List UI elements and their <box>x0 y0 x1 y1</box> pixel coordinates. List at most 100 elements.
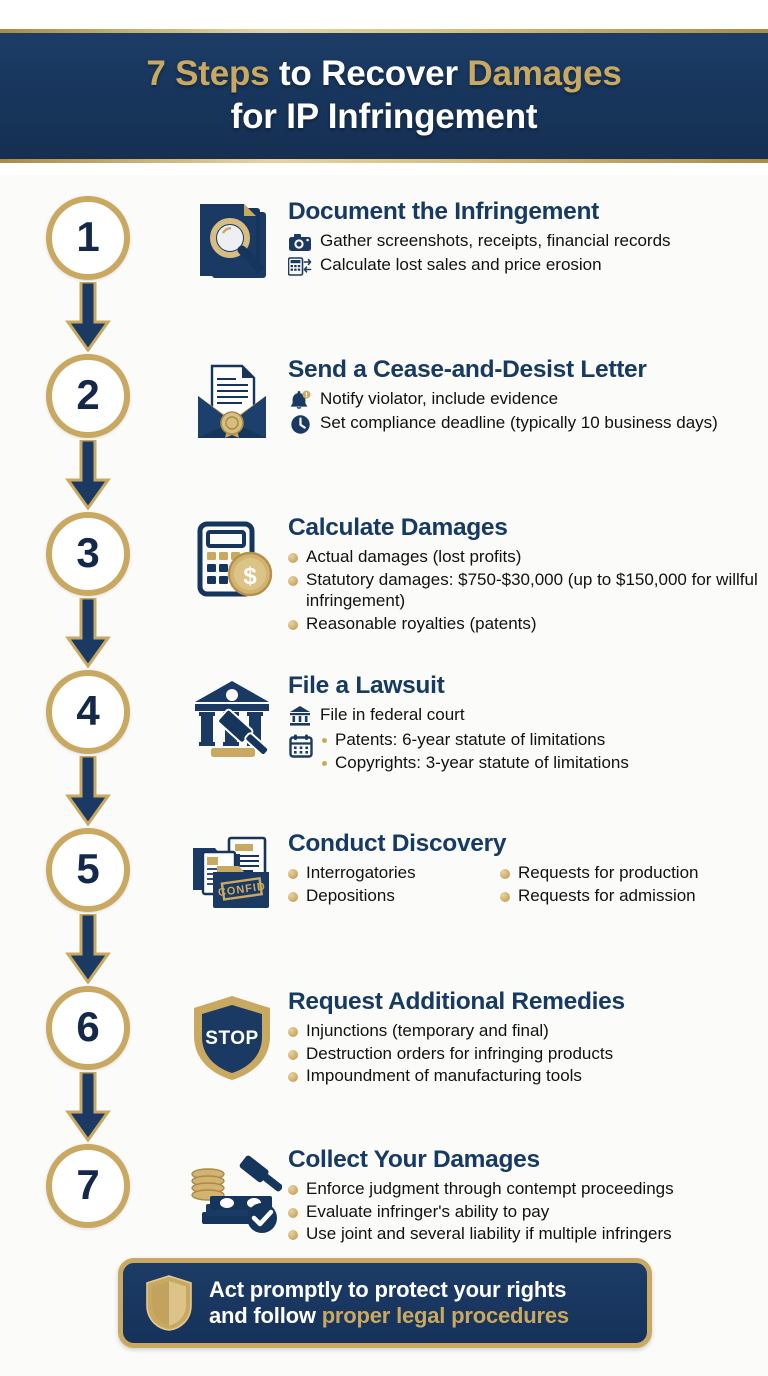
steps-list: 1 Document the Infri <box>0 196 768 1264</box>
bullet-item: Reasonable royalties (patents) <box>288 613 760 634</box>
step-3-rail: 3 <box>0 512 176 670</box>
bullet-item: Notify violator, include evidence <box>288 388 760 411</box>
step-7-bullets: Enforce judgment through contempt procee… <box>288 1178 760 1244</box>
step-6-content: Request Additional Remedies Injunctions … <box>288 986 768 1088</box>
step-4-title: File a Lawsuit <box>288 672 445 699</box>
step-1-bullets: Gather screenshots, receipts, financial … <box>288 230 760 277</box>
connector-arrow-5 <box>65 914 111 985</box>
sub-bullet-text: Patents: 6-year statute of limitations <box>335 730 606 750</box>
bullet-text: Depositions <box>306 885 395 905</box>
step-7-content: Collect Your Damages Enforce judgment th… <box>288 1144 768 1246</box>
footer-line-2: and follow proper legal procedures <box>209 1303 569 1329</box>
step-4-icon <box>176 670 288 760</box>
step-3: 3 $ Calculate Damages <box>0 512 768 670</box>
step-6-number-circle: 6 <box>46 986 130 1070</box>
step-3-content: Calculate Damages Actual damages (lost p… <box>288 512 768 635</box>
step-2-number-circle: 2 <box>46 354 130 438</box>
bullet-item: Use joint and several liability if multi… <box>288 1223 760 1244</box>
step-5-columns: Interrogatories Depositions Requests for… <box>288 862 760 907</box>
bullet-item: Gather screenshots, receipts, financial … <box>288 230 760 253</box>
bullet-item: Enforce judgment through contempt procee… <box>288 1178 760 1199</box>
step-1-number: 1 <box>76 213 100 260</box>
bullet-dot <box>288 891 298 902</box>
step-4-content: File a Lawsuit File in federal court <box>288 670 768 774</box>
courthouse-gavel-icon <box>195 681 270 757</box>
bullet-dot <box>288 1027 298 1038</box>
header-title-line-1: 7 Steps to Recover Damages <box>146 53 622 96</box>
bullet-dot <box>288 1072 298 1083</box>
bullet-text: Calculate lost sales and price erosion <box>320 255 602 275</box>
step-4: 4 <box>0 670 768 828</box>
connector-arrow-6 <box>65 1072 111 1143</box>
bullet-text: Gather screenshots, receipts, financial … <box>320 231 671 251</box>
header-title-to-recover: to Recover <box>269 54 468 94</box>
step-5-rail: 5 <box>0 828 176 986</box>
sub-bullet-text: Copyrights: 3-year statute of limitation… <box>335 752 629 772</box>
step-6-rail: 6 <box>0 986 176 1144</box>
step-7-title: Collect Your Damages <box>288 1146 540 1173</box>
bullet-dot <box>288 619 298 630</box>
step-5-content: Conduct Discovery Interrogatories Deposi… <box>288 828 768 907</box>
step-3-icon: $ <box>176 512 288 602</box>
step-1-number-circle: 1 <box>46 196 130 280</box>
camera-icon <box>288 231 312 253</box>
step-7: 7 <box>0 1144 768 1264</box>
bullet-item: Requests for admission <box>500 885 760 906</box>
bullet-dot <box>500 891 510 902</box>
step-2-number: 2 <box>76 371 100 418</box>
step-7-icon <box>176 1144 288 1236</box>
step-3-bullets: Actual damages (lost profits) Statutory … <box>288 546 760 634</box>
stop-shield-icon: STOP <box>194 996 270 1080</box>
calculator-coin-icon: $ <box>197 521 273 597</box>
step-4-rail: 4 <box>0 670 176 828</box>
calendar-icon <box>288 730 314 762</box>
bullet-item: Depositions <box>288 885 486 906</box>
bullet-text: Set compliance deadline (typically 10 bu… <box>320 413 718 433</box>
bullet-item: Injunctions (temporary and final) <box>288 1020 760 1041</box>
clock-icon <box>288 413 312 435</box>
sub-bullet-dot <box>322 738 327 744</box>
step-7-rail: 7 <box>0 1144 176 1228</box>
bullet-dot <box>500 869 510 880</box>
step-4-subgroup: Patents: 6-year statute of limitations C… <box>288 729 760 774</box>
bullet-dot <box>288 553 298 564</box>
bullet-item: Actual damages (lost profits) <box>288 546 760 567</box>
footer-line-2-white: and follow <box>209 1303 322 1328</box>
step-3-number-circle: 3 <box>46 512 130 596</box>
step-2-bullets: Notify violator, include evidence Set co… <box>288 388 760 435</box>
step-5-column-right: Requests for production Requests for adm… <box>500 862 760 907</box>
bullet-text: Actual damages (lost profits) <box>306 547 522 567</box>
bullet-item: Impoundment of manufacturing tools <box>288 1065 760 1086</box>
step-3-title: Calculate Damages <box>288 514 508 541</box>
step-1: 1 Document the Infri <box>0 196 768 354</box>
bullet-item: Evaluate infringer's ability to pay <box>288 1201 760 1222</box>
bullet-text: Impoundment of manufacturing tools <box>306 1066 582 1086</box>
bullet-text: Statutory damages: $750-$30,000 (up to $… <box>306 569 758 611</box>
bullet-dot <box>288 575 298 586</box>
bullet-text: Injunctions (temporary and final) <box>306 1021 549 1041</box>
step-2: 2 <box>0 354 768 512</box>
step-2-content: Send a Cease-and-Desist Letter Notify vi… <box>288 354 768 436</box>
bullet-text: File in federal court <box>320 705 465 725</box>
step-4-number: 4 <box>76 687 100 734</box>
bullet-text: Requests for production <box>518 863 699 883</box>
step-1-content: Document the Infringement Gather screens… <box>288 196 768 278</box>
bullet-item: Calculate lost sales and price erosion <box>288 254 760 277</box>
bullet-item: Requests for production <box>500 862 760 883</box>
step-5-number-circle: 5 <box>46 828 130 912</box>
sub-bullet-item: Patents: 6-year statute of limitations <box>322 729 760 750</box>
step-6-bullets: Injunctions (temporary and final) Destru… <box>288 1020 760 1086</box>
bullet-item: File in federal court <box>288 704 760 727</box>
sub-bullet-dot <box>322 760 327 766</box>
step-2-title: Send a Cease-and-Desist Letter <box>288 356 647 383</box>
header-title-line-2: for IP Infringement <box>230 97 538 136</box>
money-gavel-check-icon <box>191 1155 282 1233</box>
step-7-number: 7 <box>76 1161 100 1208</box>
footer-text: Act promptly to protect your rights and … <box>209 1277 569 1330</box>
bullet-text: Notify violator, include evidence <box>320 389 559 409</box>
step-1-icon <box>176 196 288 288</box>
step-5: 5 CO <box>0 828 768 986</box>
svg-text:$: $ <box>243 563 257 590</box>
step-4-bullets: File in federal court <box>288 704 760 727</box>
bullet-dot <box>288 869 298 880</box>
